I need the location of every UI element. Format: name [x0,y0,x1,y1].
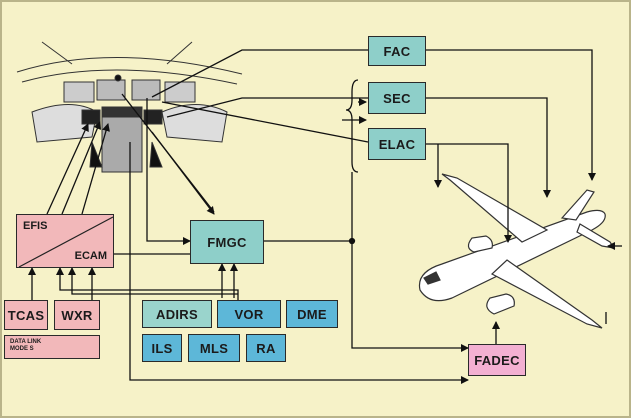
tcas-box: TCAS [4,300,48,330]
ra-box: RA [246,334,286,362]
mode-s-label: MODE S [10,346,34,352]
vor-box: VOR [217,300,281,328]
fadec-box: FADEC [468,344,526,376]
dme-box: DME [286,300,338,328]
fac-box: FAC [368,36,426,66]
ils-box: ILS [142,334,182,362]
datalink-mode-s-box: DATA LINK MODE S [4,335,100,359]
efis-label: EFIS [23,220,48,232]
divider-line [18,216,114,268]
ecam-label: ECAM [74,250,107,262]
aircraft-illustration [418,173,616,329]
efis-ecam-box: EFIS ECAM [16,214,114,268]
wxr-box: WXR [54,300,100,330]
datalink-label: DATA LINK [10,339,42,345]
sec-box: SEC [368,82,426,114]
fmgc-box: FMGC [190,220,264,264]
mls-box: MLS [188,334,240,362]
elac-box: ELAC [368,128,426,160]
adirs-box: ADIRS [142,300,212,328]
